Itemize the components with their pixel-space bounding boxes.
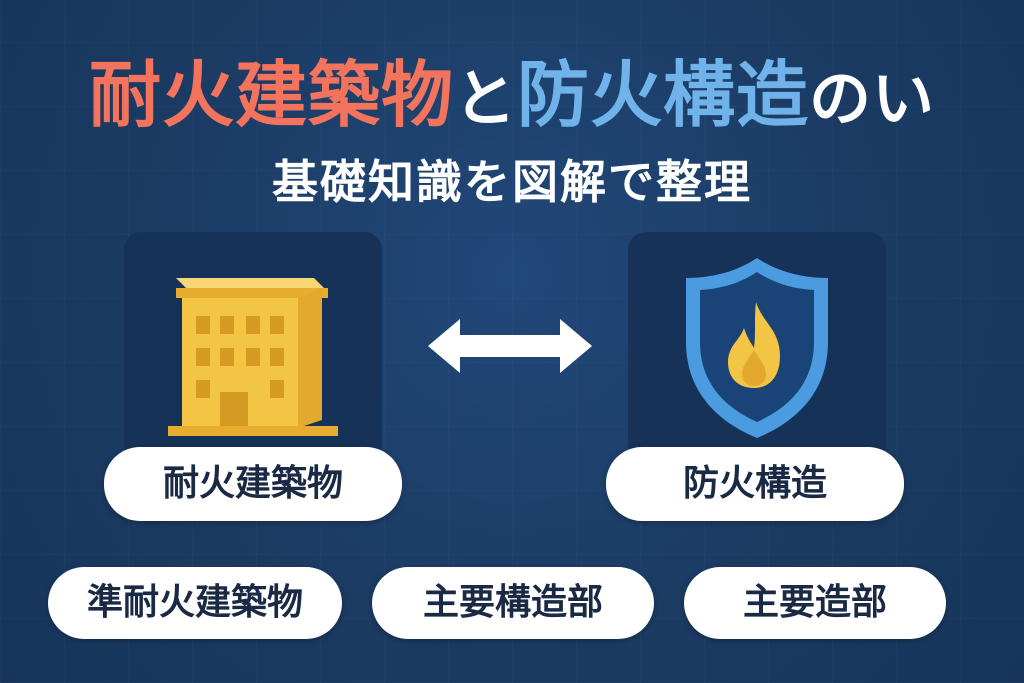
fire-protection-structure-card bbox=[628, 232, 886, 462]
title-suffix: のい bbox=[809, 62, 936, 135]
title-connector: と bbox=[453, 62, 517, 135]
fireproof-building-label: 耐火建築物 bbox=[104, 447, 402, 521]
page-subtitle: 基礎知識を図解で整理 bbox=[272, 155, 752, 209]
tag-main-part: 主要造部 bbox=[684, 567, 946, 639]
page-title: 耐火建築物と防火構造のい bbox=[0, 50, 1024, 144]
double-arrow-icon bbox=[428, 319, 592, 373]
tag-main-structural-part: 主要構造部 bbox=[372, 567, 654, 639]
shield-fire-icon bbox=[686, 258, 828, 438]
fireproof-building-card bbox=[124, 232, 382, 462]
building-icon bbox=[168, 278, 338, 436]
title-fireproof-building: 耐火建築物 bbox=[88, 53, 454, 137]
tag-quasi-fireproof-building: 準耐火建築物 bbox=[48, 567, 342, 639]
fire-protection-structure-label: 防火構造 bbox=[606, 447, 904, 521]
title-fire-protection-structure: 防火構造 bbox=[517, 53, 810, 137]
